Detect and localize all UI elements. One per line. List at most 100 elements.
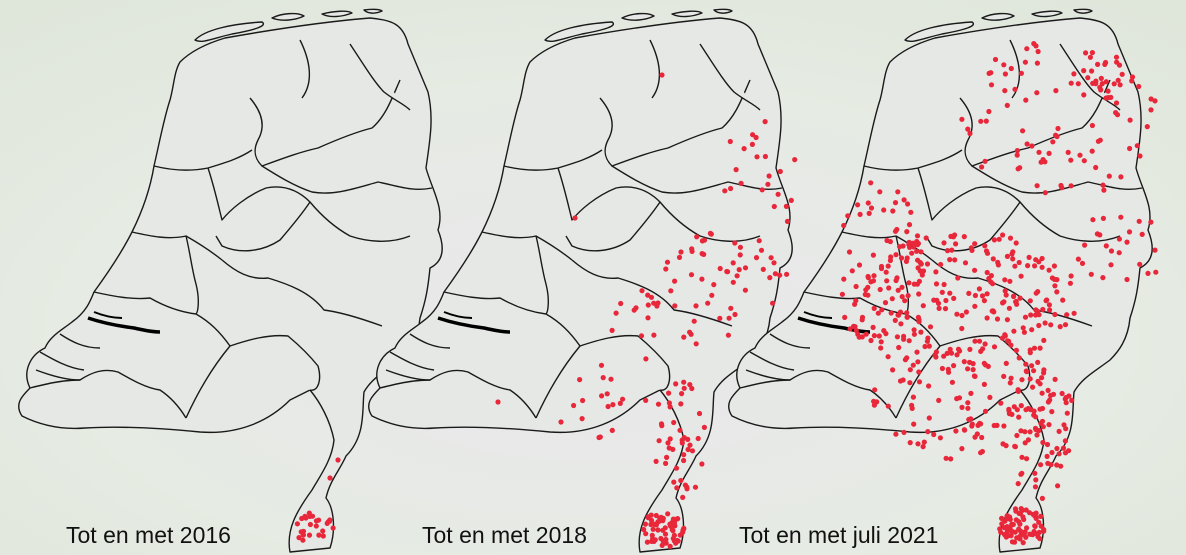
observation-dot — [969, 423, 975, 429]
observation-dot — [1045, 460, 1051, 466]
observation-dot — [904, 229, 910, 235]
observation-dot — [1116, 236, 1122, 242]
observation-dot — [649, 538, 655, 545]
observation-dot — [1064, 410, 1070, 416]
observation-dot — [902, 298, 908, 304]
observation-dot — [309, 513, 316, 519]
caption-2018: Tot en met 2018 — [422, 522, 587, 548]
observation-dot — [1145, 270, 1151, 276]
observation-dot — [1012, 263, 1018, 269]
observation-dot — [1106, 173, 1112, 179]
observation-dot — [1012, 506, 1019, 512]
observation-dot — [842, 314, 848, 320]
observation-dot — [580, 397, 586, 404]
observation-dot — [1036, 149, 1042, 155]
observation-dot — [1095, 61, 1101, 67]
observation-dot — [972, 434, 978, 440]
observation-dot — [914, 349, 920, 355]
observation-dot — [667, 543, 673, 550]
observation-dot — [1032, 425, 1039, 431]
observation-dot — [1036, 259, 1042, 265]
observation-dot — [979, 293, 986, 299]
observation-dot — [1022, 59, 1028, 65]
observation-dot — [1090, 217, 1096, 223]
observation-dot — [959, 312, 965, 319]
observation-dot — [730, 260, 736, 266]
observation-dot — [687, 382, 693, 388]
observation-dot — [1018, 506, 1024, 512]
observation-dot — [300, 537, 306, 543]
observation-dot — [1052, 283, 1058, 289]
observation-dot — [1101, 187, 1107, 193]
observation-dot — [709, 292, 715, 298]
observation-dot — [1068, 273, 1074, 279]
observation-dot — [680, 494, 686, 500]
observation-dot — [907, 440, 913, 446]
observation-dot — [1024, 525, 1030, 531]
observation-dot — [760, 266, 766, 272]
observation-dot — [695, 435, 701, 442]
observation-dot — [1013, 517, 1019, 523]
observation-dot — [1032, 263, 1038, 269]
observation-dot — [1001, 525, 1007, 531]
observation-dot — [933, 354, 939, 360]
observation-dot — [701, 424, 708, 430]
observation-dot — [1038, 462, 1044, 468]
observation-dot — [775, 191, 781, 197]
observation-dot — [852, 301, 858, 307]
observation-dot — [1042, 320, 1048, 326]
observation-dot — [969, 247, 975, 253]
observation-dot — [1002, 71, 1009, 77]
observation-dot — [948, 456, 954, 462]
observation-dot — [1053, 88, 1059, 94]
observation-dot — [1115, 77, 1121, 83]
observation-dot — [994, 316, 1001, 322]
observation-dot — [682, 482, 689, 488]
observation-dot — [859, 334, 865, 340]
observation-dot — [853, 283, 859, 290]
observation-dot — [663, 266, 669, 272]
observation-dot — [1011, 293, 1017, 300]
observation-dot — [881, 207, 887, 213]
observation-dot — [1023, 361, 1029, 367]
observation-dot — [967, 346, 973, 352]
observation-dot — [717, 265, 723, 272]
observation-dot — [859, 314, 866, 320]
observation-dot — [1028, 531, 1034, 537]
observation-dot — [687, 442, 693, 448]
observation-dot — [1046, 422, 1052, 428]
observation-dot — [886, 285, 892, 291]
observation-dot — [732, 240, 738, 246]
observation-dot — [921, 439, 927, 445]
observation-dot — [1032, 523, 1038, 530]
observation-dot — [1036, 322, 1042, 329]
observation-dot — [849, 268, 855, 274]
observation-dot — [906, 222, 913, 228]
observation-dot — [655, 527, 661, 533]
observation-dot — [954, 311, 960, 317]
observation-dot — [1031, 408, 1037, 414]
observation-dot — [1039, 405, 1046, 412]
observation-dot — [766, 173, 772, 179]
observation-dot — [1009, 521, 1015, 527]
observation-dot — [705, 300, 711, 306]
observation-dot — [870, 278, 877, 284]
observation-dot — [866, 210, 872, 216]
observation-dot — [651, 332, 657, 338]
observation-dot — [1014, 301, 1020, 307]
observation-dot — [871, 305, 877, 311]
observation-dot — [1047, 307, 1053, 313]
observation-dot — [1023, 97, 1029, 103]
observation-dot — [1055, 125, 1061, 132]
observation-dot — [316, 517, 322, 523]
observation-dot — [1127, 145, 1133, 152]
observation-dot — [653, 512, 659, 519]
observation-dot — [1016, 259, 1022, 266]
observation-dot — [679, 391, 685, 397]
observation-dot — [659, 542, 665, 549]
observation-dot — [1015, 388, 1021, 394]
observation-dot — [983, 248, 990, 254]
observation-dot — [841, 222, 847, 229]
observation-dot — [878, 339, 884, 345]
observation-dot — [979, 434, 985, 441]
